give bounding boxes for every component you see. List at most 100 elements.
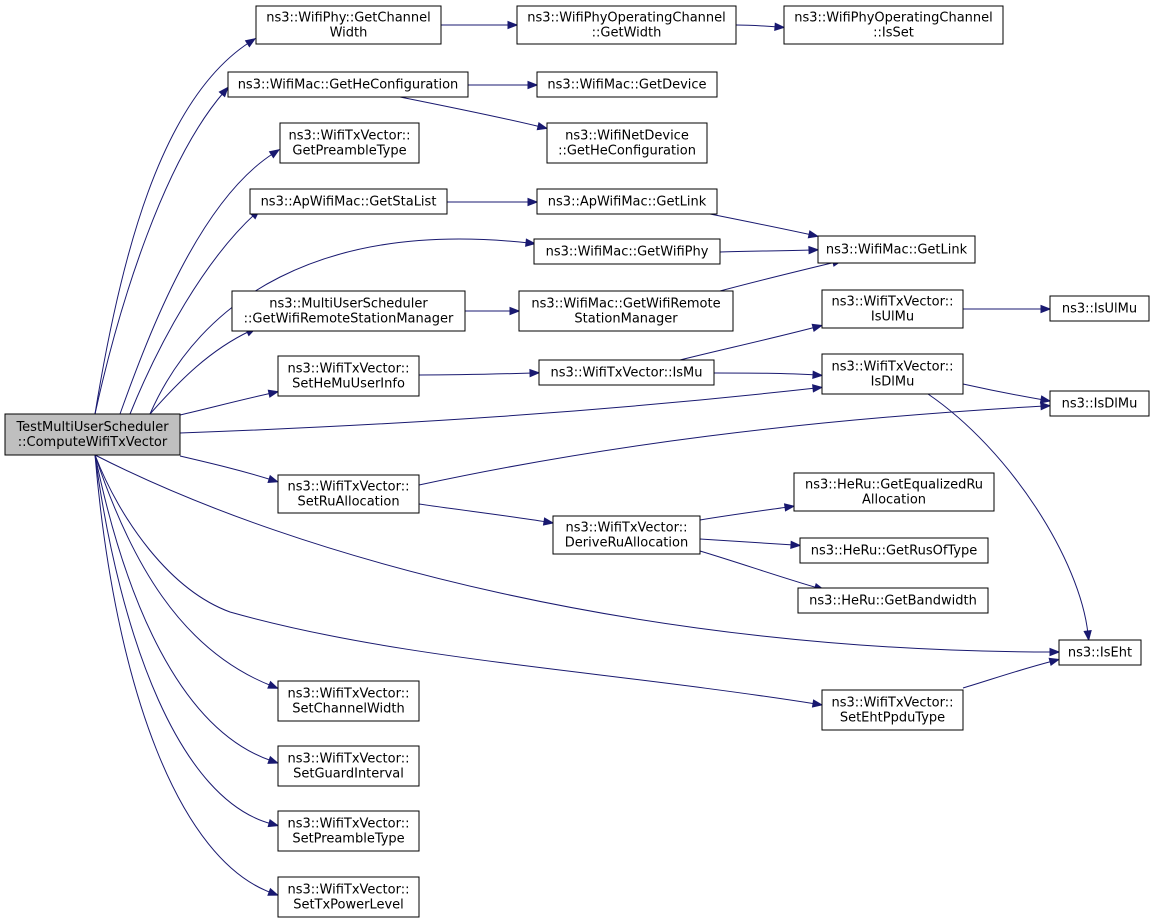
node-label-line: ns3::WifiMac::GetDevice <box>547 78 706 93</box>
node-label-line: ns3::WifiTxVector:: <box>831 360 953 375</box>
node-setTxPowerLevel[interactable]: ns3::WifiTxVector::SetTxPowerLevel <box>277 876 420 918</box>
edge-line <box>418 372 534 376</box>
node-label-line: ::ComputeWifiTxVector <box>18 435 168 450</box>
node-deriveRuAllocation[interactable]: ns3::WifiTxVector::DeriveRuAllocation <box>552 515 701 555</box>
node-label-line: Width <box>330 26 368 41</box>
node-getPreambleType[interactable]: ns3::WifiTxVector::GetPreambleType <box>279 122 420 164</box>
node-setChannelWidth[interactable]: ns3::WifiTxVector::SetChannelWidth <box>277 680 420 722</box>
node-opChIsSet[interactable]: ns3::WifiPhyOperatingChannel::IsSet <box>783 5 1004 45</box>
node-label-line: SetChannelWidth <box>292 702 405 717</box>
node-label-line: IsUlMu <box>871 310 914 325</box>
edge-isUlMuVec-to-isUlMu <box>963 304 1052 314</box>
node-getRusOfType[interactable]: ns3::HeRu::GetRusOfType <box>799 537 989 564</box>
edge-getWifiPhy-to-macGetLink <box>719 245 820 255</box>
node-label-line: SetTxPowerLevel <box>293 898 404 913</box>
node-getWifiPhy[interactable]: ns3::WifiMac::GetWifiPhy <box>533 238 721 265</box>
node-box <box>533 238 721 265</box>
edge-arrowhead <box>529 368 541 378</box>
node-isDlMu[interactable]: ns3::IsDlMu <box>1049 390 1150 417</box>
edge-line <box>94 454 273 825</box>
edge-getChannelWidth-to-opChGetWidth <box>441 20 519 30</box>
node-box <box>249 188 448 215</box>
node-label-line: ns3::ApWifiMac::GetStaList <box>261 195 437 210</box>
node-box <box>227 71 469 98</box>
edge-arrowhead <box>267 474 280 484</box>
node-box <box>536 71 718 98</box>
node-setHeMuUserInfo[interactable]: ns3::WifiTxVector::SetHeMuUserInfo <box>277 355 420 397</box>
node-apGetLink[interactable]: ns3::ApWifiMac::GetLink <box>536 188 718 215</box>
node-label-line: ns3::ApWifiMac::GetLink <box>548 195 707 210</box>
edge-line <box>94 41 251 415</box>
node-label-line: ns3::WifiTxVector:: <box>288 129 410 144</box>
edges-layer <box>94 20 1092 896</box>
edge-root-to-musGetRsm <box>149 327 257 415</box>
edge-deriveRuAllocation-to-getRusOfType <box>699 538 802 550</box>
node-box <box>277 355 420 397</box>
node-box <box>277 876 420 918</box>
edge-line <box>179 387 817 434</box>
node-label-line: ns3::WifiMac::GetLink <box>826 243 968 258</box>
edge-arrowhead <box>268 148 281 159</box>
node-setRuAllocation[interactable]: ns3::WifiTxVector::SetRuAllocation <box>277 474 420 514</box>
node-label-line: ns3::WifiTxVector:: <box>287 883 409 898</box>
node-setPreambleType[interactable]: ns3::WifiTxVector::SetPreambleType <box>277 810 420 852</box>
node-label-line: ns3::WifiPhy::GetChannel <box>266 11 431 26</box>
node-box <box>536 188 718 215</box>
edge-line <box>962 660 1054 689</box>
node-label-line: SetRuAllocation <box>297 495 399 510</box>
node-label-line: ns3::MultiUserScheduler <box>269 297 428 312</box>
edge-line <box>713 372 817 376</box>
node-box <box>799 537 989 564</box>
node-musGetRsm[interactable]: ns3::MultiUserScheduler::GetWifiRemoteSt… <box>231 290 466 332</box>
node-setGuardInterval[interactable]: ns3::WifiTxVector::SetGuardInterval <box>277 745 420 787</box>
node-root[interactable]: TestMultiUserScheduler::ComputeWifiTxVec… <box>4 413 181 456</box>
edge-arrowhead <box>267 887 279 896</box>
edge-line <box>94 454 273 687</box>
node-label-line: ::GetWifiRemoteStationManager <box>244 312 454 327</box>
edge-line <box>679 326 817 361</box>
edge-setRuAllocation-to-deriveRuAllocation <box>418 503 555 526</box>
node-isEht[interactable]: ns3::IsEht <box>1058 639 1142 666</box>
edge-arrowhead <box>811 699 824 708</box>
node-label-line: ns3::WifiMac::GetWifiRemote <box>531 297 720 312</box>
edge-arrowhead <box>267 818 280 828</box>
node-netDevGetHeConf[interactable]: ns3::WifiNetDevice::GetHeConfiguration <box>546 122 708 164</box>
node-isUlMuVec[interactable]: ns3::WifiTxVector::IsUlMu <box>821 289 964 329</box>
node-isDlMuVec[interactable]: ns3::WifiTxVector::IsDlMu <box>821 353 964 395</box>
edge-line <box>699 550 819 589</box>
node-getDevice[interactable]: ns3::WifiMac::GetDevice <box>536 71 718 98</box>
node-macGetRsm[interactable]: ns3::WifiMac::GetWifiRemoteStationManage… <box>518 290 734 332</box>
node-box <box>277 474 420 514</box>
node-label-line: ns3::WifiPhyOperatingChannel <box>794 11 993 26</box>
node-isUlMu[interactable]: ns3::IsUlMu <box>1049 295 1150 322</box>
node-box <box>1049 295 1150 322</box>
node-isMu[interactable]: ns3::WifiTxVector::IsMu <box>538 359 715 386</box>
node-label-line: ns3::WifiTxVector:: <box>287 752 409 767</box>
edge-isMu-to-isUlMuVec <box>679 323 824 361</box>
node-box <box>1058 639 1142 666</box>
node-macGetLink[interactable]: ns3::WifiMac::GetLink <box>817 235 976 264</box>
edge-setRuAllocation-to-isDlMu <box>418 401 1052 486</box>
node-label-line: SetHeMuUserInfo <box>292 377 405 392</box>
node-getBandwidth[interactable]: ns3::HeRu::GetBandwidth <box>797 587 989 614</box>
edge-arrowhead <box>1040 304 1052 314</box>
edge-line <box>94 454 1054 653</box>
node-opChGetWidth[interactable]: ns3::WifiPhyOperatingChannel::GetWidth <box>516 5 737 45</box>
node-getHeConfiguration[interactable]: ns3::WifiMac::GetHeConfiguration <box>227 71 469 98</box>
edge-deriveRuAllocation-to-getEqualizedRu <box>699 503 796 521</box>
node-label-line: ns3::WifiTxVector:: <box>565 521 687 536</box>
node-getStaList[interactable]: ns3::ApWifiMac::GetStaList <box>249 188 448 215</box>
edge-getHeConfiguration-to-netDevGetHeConf <box>399 96 549 131</box>
node-setEhtPpduType[interactable]: ns3::WifiTxVector::SetEhtPpduType <box>821 689 964 731</box>
node-label-line: IsDlMu <box>871 375 915 390</box>
node-box <box>4 413 181 456</box>
edge-line <box>418 503 548 523</box>
edge-line <box>399 96 542 128</box>
edge-root-to-setEhtPpduType <box>94 454 824 708</box>
edge-root-to-isDlMuVec <box>179 384 824 434</box>
edge-arrowhead <box>267 680 279 689</box>
edge-root-to-setChannelWidth <box>94 454 279 689</box>
